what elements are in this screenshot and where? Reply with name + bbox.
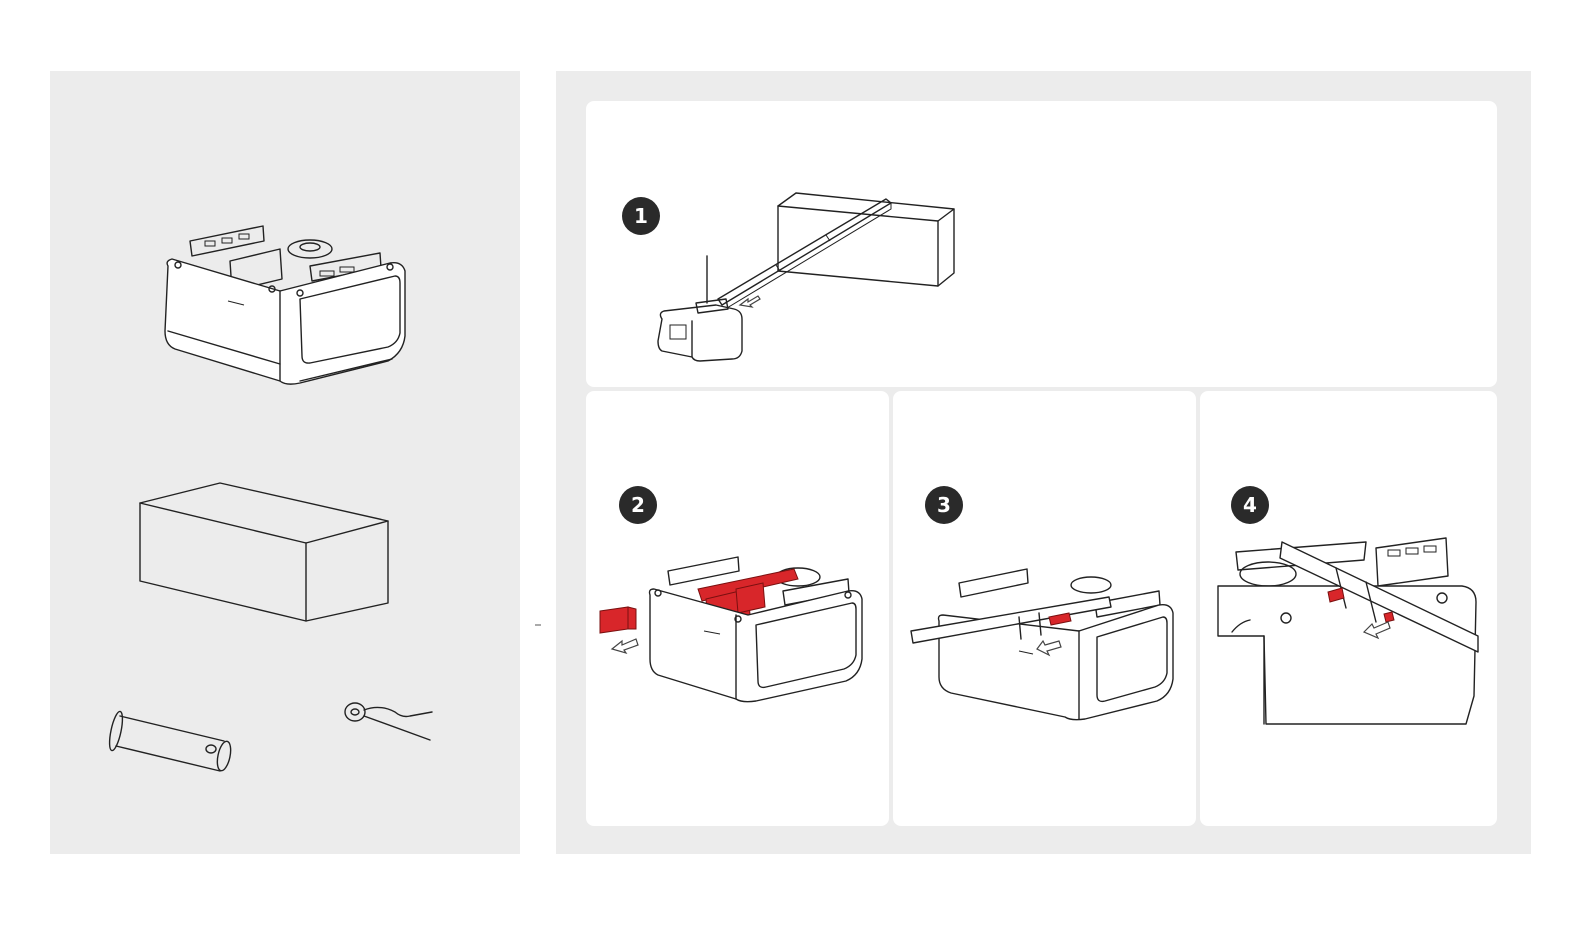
step-1-card: 1 — [586, 101, 1497, 387]
hitch-pin-clip-icon — [340, 698, 440, 748]
rail-insert-icon — [909, 561, 1189, 726]
step-2-card: 2 — [586, 391, 889, 826]
step-number-badge: 4 — [1231, 486, 1269, 524]
opener-motor-icon — [160, 221, 420, 391]
stray-mark — [535, 614, 541, 618]
rail-bracket-highlight-icon — [598, 549, 878, 704]
step-4-card: 4 — [1200, 391, 1497, 826]
clevis-pin-insert-icon — [1216, 536, 1484, 726]
step-3-card: 3 — [893, 391, 1196, 826]
step-number-badge: 1 — [622, 197, 660, 235]
box-icon — [138, 481, 390, 623]
parts-panel — [50, 71, 520, 854]
clevis-pin-icon — [106, 703, 236, 775]
rail-slide-to-opener-icon — [656, 191, 966, 363]
step-number-badge: 3 — [925, 486, 963, 524]
step-number-badge: 2 — [619, 486, 657, 524]
